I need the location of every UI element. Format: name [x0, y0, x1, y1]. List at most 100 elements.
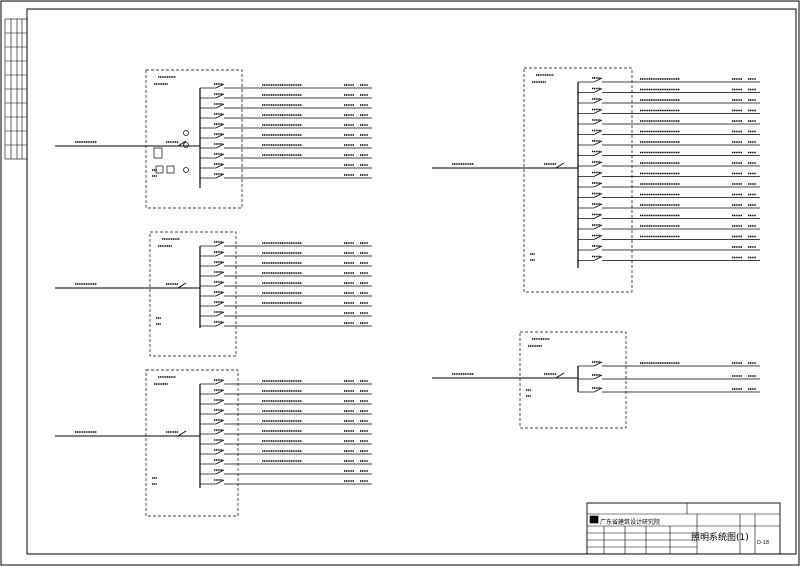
feeder-circuit	[578, 361, 760, 367]
left-revision-strip	[4, 18, 28, 160]
feeder-breaker-contact	[593, 119, 603, 125]
feeder-circuit	[578, 203, 760, 209]
feeder-breaker-contact	[593, 224, 603, 230]
drawing-number: D-18	[757, 540, 770, 546]
feeder-circuit	[200, 439, 372, 445]
feeder-circuit	[578, 150, 760, 156]
feeder-breaker-contact	[593, 109, 603, 114]
feeder-breaker-contact	[593, 203, 603, 209]
feeder-circuit	[578, 234, 760, 240]
feeder-breaker-contact	[593, 374, 603, 380]
feeder-circuit	[200, 469, 372, 475]
feeder-circuit	[578, 374, 760, 380]
feeder-breaker-contact	[215, 83, 225, 89]
feeder-circuit	[200, 459, 372, 465]
feeder-breaker-contact	[215, 311, 225, 317]
feeder-circuit	[200, 449, 372, 455]
feeder-breaker-contact	[215, 419, 225, 425]
feeder-breaker-contact	[593, 387, 603, 393]
ct-symbol	[183, 167, 189, 173]
feeder-breaker-contact	[593, 172, 603, 177]
panel-boundary	[519, 331, 627, 429]
feeder-breaker-contact	[215, 469, 225, 475]
feeder-circuit	[200, 321, 372, 327]
feeder-breaker-contact	[215, 449, 225, 455]
main-breaker-contact	[177, 430, 187, 437]
feeder-circuit	[578, 224, 760, 230]
feeder-breaker-contact	[593, 140, 603, 146]
drawing-title: 照明系统图(1)	[691, 533, 749, 543]
feeder-breaker-contact	[215, 113, 225, 119]
feeder-circuit	[578, 129, 760, 135]
feeder-breaker-contact	[215, 321, 225, 327]
feeder-circuit	[200, 163, 372, 169]
feeder-breaker-contact	[593, 77, 603, 83]
feeder-breaker-contact	[215, 123, 225, 129]
feeder-circuit	[578, 255, 760, 261]
feeder-breaker-contact	[215, 271, 225, 277]
feeder-circuit	[200, 153, 372, 159]
feeder-breaker-contact	[593, 256, 603, 261]
feeder-circuit	[200, 389, 372, 395]
feeder-circuit	[200, 281, 372, 287]
company-name: 广东省建筑设计研究院	[600, 519, 661, 526]
panel-2	[55, 231, 372, 357]
feeder-breaker-contact	[215, 379, 225, 385]
main-breaker-contact	[555, 162, 565, 169]
feeder-breaker-contact	[215, 173, 225, 179]
feeder-breaker-contact	[215, 241, 225, 247]
feeder-circuit	[200, 429, 372, 435]
feeder-breaker-contact	[593, 151, 603, 156]
feeder-breaker-contact	[215, 479, 225, 485]
feeder-breaker-contact	[593, 193, 603, 198]
feeder-circuit	[578, 161, 760, 167]
feeder-circuit	[200, 261, 372, 267]
ct-symbol	[183, 130, 189, 136]
feeder-circuit	[200, 93, 372, 99]
panel-5	[432, 331, 760, 429]
feeder-breaker-contact	[593, 235, 603, 240]
feeder-breaker-contact	[215, 291, 225, 297]
feeder-circuit	[200, 251, 372, 257]
feeder-breaker-contact	[215, 281, 225, 287]
feeder-circuit	[200, 103, 372, 109]
feeder-circuit	[578, 387, 760, 393]
feeder-circuit	[578, 245, 760, 251]
feeder-breaker-contact	[593, 88, 603, 93]
feeder-circuit	[578, 119, 760, 125]
feeder-circuit	[200, 479, 372, 485]
feeder-breaker-contact	[593, 161, 603, 167]
feeder-circuit	[578, 171, 760, 177]
feeder-breaker-contact	[593, 361, 603, 367]
feeder-circuit	[200, 311, 372, 317]
feeder-breaker-contact	[215, 429, 225, 435]
feeder-circuit	[578, 98, 760, 104]
panel-boundary	[145, 69, 243, 209]
panel-boundary	[523, 67, 633, 293]
feeder-circuit	[578, 213, 760, 219]
feeder-circuit	[200, 133, 372, 139]
feeder-circuit	[200, 409, 372, 415]
panel-1	[55, 69, 372, 209]
feeder-breaker-contact	[215, 459, 225, 465]
feeder-breaker-contact	[215, 301, 225, 307]
feeder-circuit	[200, 83, 372, 89]
meter-symbol	[166, 165, 175, 174]
feeder-circuit	[578, 77, 760, 83]
feeder-breaker-contact	[215, 133, 225, 139]
meter-symbol	[155, 165, 164, 174]
fuse-symbol	[153, 147, 163, 159]
feeder-breaker-contact	[215, 399, 225, 405]
feeder-circuit	[200, 399, 372, 405]
feeder-circuit	[578, 182, 760, 188]
feeder-breaker-contact	[215, 93, 225, 99]
feeder-circuit	[200, 419, 372, 425]
feeder-breaker-contact	[215, 389, 225, 395]
main-breaker-contact	[177, 140, 187, 147]
panel-1-metering	[153, 130, 189, 174]
feeder-circuit	[200, 113, 372, 119]
panel-3	[55, 369, 372, 517]
feeder-breaker-contact	[593, 182, 603, 188]
main-breaker-contact	[177, 282, 187, 289]
